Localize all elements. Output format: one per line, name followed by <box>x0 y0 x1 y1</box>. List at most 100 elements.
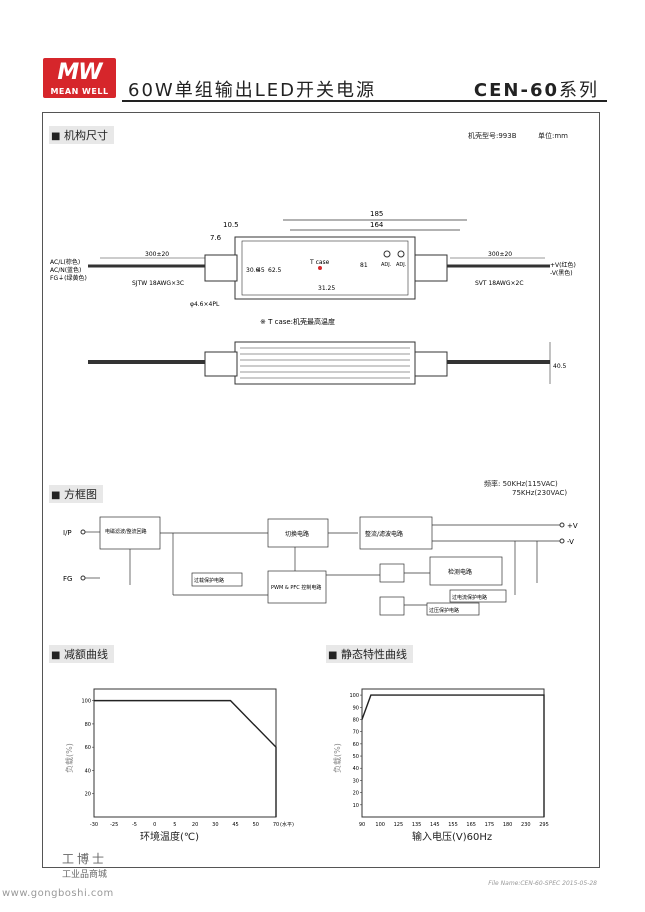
data-line <box>361 694 545 817</box>
y-axis-label: 负载(%) <box>64 743 74 773</box>
block-ovp <box>426 602 480 616</box>
plot-frame <box>93 688 277 818</box>
block-pwm-label: PWM & PFC 控制电路 <box>271 584 321 591</box>
x-tick-label: -5 <box>132 822 137 828</box>
y-axis-label: 负载(%) <box>332 743 342 773</box>
block-detect <box>429 556 503 586</box>
case-info: 机壳型号:993B <box>468 132 517 140</box>
mechanical-drawing: 185 164 10.5 7.6 300±20 300±20 AC/L(棕色) … <box>50 210 576 385</box>
y-tick-label: 80 <box>353 717 359 723</box>
tcase-label: T case <box>309 259 330 266</box>
meanwell-logo: MW MEAN WELL <box>43 58 116 98</box>
y-tick-label: 90 <box>353 705 359 711</box>
spec-frame <box>42 112 600 868</box>
dim-input-cable: 300±20 <box>145 251 169 258</box>
block-detect-label: 检测电路 <box>448 568 472 576</box>
x-tick-label: 180 <box>503 822 513 828</box>
block-emi-label: 电磁滤波/整流回路 <box>105 528 147 535</box>
model-name: CEN-60 <box>473 80 559 101</box>
y-tick-label: 20 <box>85 792 91 798</box>
model-suffix: 系列 <box>559 80 599 101</box>
dim-31-25: 31.25 <box>318 285 335 292</box>
x-tick-label: 45 <box>232 822 238 828</box>
out-plus-terminal <box>559 522 565 528</box>
block-overload <box>191 572 243 587</box>
out-minus-label: -V <box>567 538 574 546</box>
dim-81: 81 <box>360 262 368 269</box>
adj-label-1: ADJ. <box>381 262 392 268</box>
output-gland <box>414 254 448 282</box>
tcase-dot <box>318 266 322 270</box>
out-minus-terminal <box>559 538 565 544</box>
section-mech: ■ 机构尺寸 <box>49 126 114 144</box>
block-ocp-label: 过电流保护电路 <box>452 594 487 601</box>
static-xlabel: 输入电压(V)60Hz <box>412 832 493 843</box>
x-tick-label: 100 <box>375 822 385 828</box>
freq-2: 75KHz(230VAC) <box>512 489 568 497</box>
x-tick-label: 175 <box>485 822 495 828</box>
x-tick-label: 145 <box>430 822 440 828</box>
section-derating: ■ 减额曲线 <box>49 645 114 663</box>
section-block: ■ 方框图 <box>49 485 103 503</box>
dim-output-cable: 300±20 <box>488 251 512 258</box>
y-tick-label: 10 <box>353 803 359 809</box>
adj-label-2: ADJ. <box>396 262 407 268</box>
input-gland <box>204 254 238 282</box>
derating-xlabel: 环境温度(℃) <box>140 832 200 843</box>
block-overload-label: 过载保护电路 <box>194 577 224 584</box>
dim-62-5: 62.5 <box>268 267 282 274</box>
x-tick-label: 125 <box>394 822 404 828</box>
logo-mark: MW <box>57 60 102 85</box>
y-tick-label: 80 <box>85 722 91 728</box>
page-title: 60W单组输出LED开关电源 <box>128 80 376 101</box>
psu-body-top <box>234 236 416 300</box>
model-title: CEN-60系列 <box>474 76 599 102</box>
dim-30-6: 30.6 <box>246 267 260 274</box>
watermark-url: www.gongboshi.com <box>2 888 114 899</box>
fg-terminal <box>80 575 86 581</box>
x-tick-label: 135 <box>412 822 422 828</box>
output-v-minus: -V(黑色) <box>550 269 573 277</box>
output-cable-spec: SVT 18AWG×2C <box>475 280 524 287</box>
tcase-note: ※ T case:机壳最高温度 <box>260 317 335 326</box>
y-tick-label: 60 <box>85 745 91 751</box>
dim-10-5: 10.5 <box>223 221 239 229</box>
x-tick-label: 155 <box>448 822 458 828</box>
block-ovp-label: 过压保护电路 <box>429 607 459 614</box>
psu-body-side <box>234 341 416 385</box>
freq-1: 频率: 50KHz(115VAC) <box>484 480 558 488</box>
ip-label: I/P <box>63 529 72 537</box>
y-tick-label: 40 <box>85 768 91 774</box>
x-tick-label: 30 <box>212 822 218 828</box>
input-cable-spec: SJTW 18AWG×3C <box>132 280 184 287</box>
x-tick-label: 5 <box>173 822 176 828</box>
data-line <box>94 699 277 817</box>
file-name: File Name:CEN-60-SPEC 2015-05-28 <box>488 880 597 887</box>
y-tick-label: 20 <box>353 791 359 797</box>
x-tick-label: 20 <box>192 822 198 828</box>
x-tick-label: 0 <box>153 822 156 828</box>
y-tick-label: 40 <box>353 766 359 772</box>
adj-knob-1 <box>383 250 391 258</box>
dim-7-6: 7.6 <box>210 234 222 242</box>
y-tick-label: 100 <box>81 699 91 705</box>
block-switch-label: 切换电路 <box>285 530 309 538</box>
fg-label: FG⏚(绿黄色) <box>50 274 87 282</box>
block-rectifier <box>359 516 433 550</box>
ac-n-label: AC/N(蓝色) <box>50 266 81 274</box>
dim-45: 45 <box>257 267 265 274</box>
header-rule <box>122 100 607 102</box>
out-plus-label: +V <box>567 522 578 530</box>
block-pwm <box>267 570 327 604</box>
input-terminal <box>80 529 86 535</box>
x-tick-label: 70 <box>273 822 279 828</box>
x-tick-label: 295 <box>539 822 549 828</box>
adj-knob-2 <box>397 250 405 258</box>
x-tick-label: -30 <box>90 822 98 828</box>
y-tick-label: 60 <box>353 742 359 748</box>
x-tick-label: 50 <box>253 822 259 828</box>
logo-text: MEAN WELL <box>50 87 109 96</box>
output-v-plus: +V(红色) <box>550 261 576 269</box>
